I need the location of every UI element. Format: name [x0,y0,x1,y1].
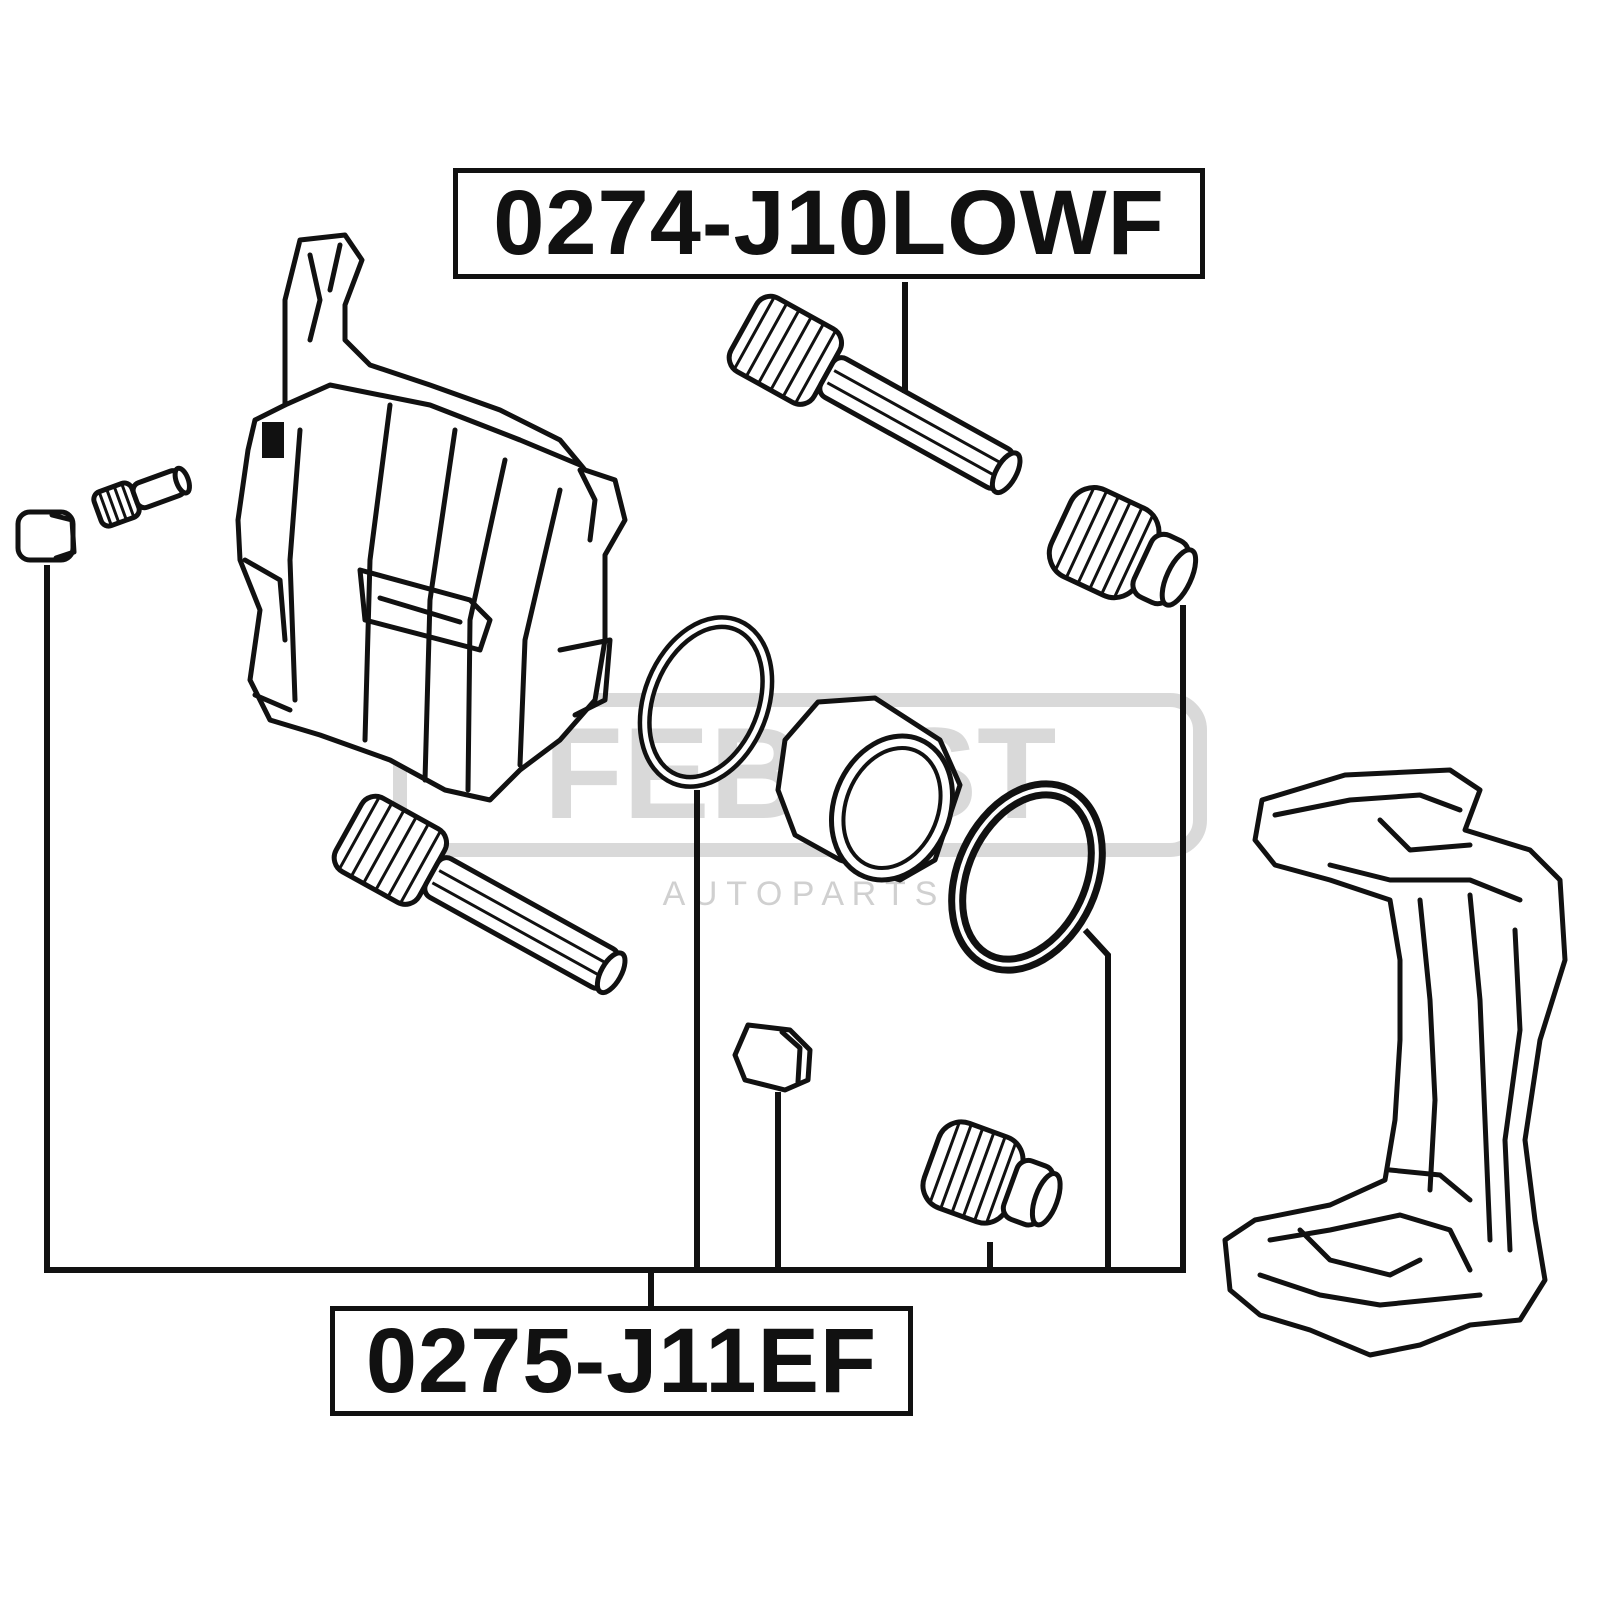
caliper-bracket-illustration [1222,767,1568,1358]
part-number-top-label[interactable]: 0274-J10LOWF [453,168,1205,279]
bleeder-port [262,422,284,458]
bleeder-cap-illustration [15,509,77,563]
guide-pin-upper-illustration [726,293,1023,496]
leader-lines-bottom [44,565,1186,1306]
guide-pin-lower-illustration [331,793,628,996]
piston-seal-illustration [637,615,775,789]
part-number-bottom-label[interactable]: 0275-J11EF [330,1306,913,1416]
caliper-housing-illustration [235,232,628,803]
bushing-illustration [732,1022,813,1093]
watermark-frame [393,693,1207,857]
dust-boot-illustration [948,780,1106,974]
pin-boot-upper-illustration [1046,485,1199,608]
bleeder-screw-illustration [91,465,192,529]
piston-illustration [775,695,963,883]
pin-boot-lower-illustration [920,1119,1063,1228]
